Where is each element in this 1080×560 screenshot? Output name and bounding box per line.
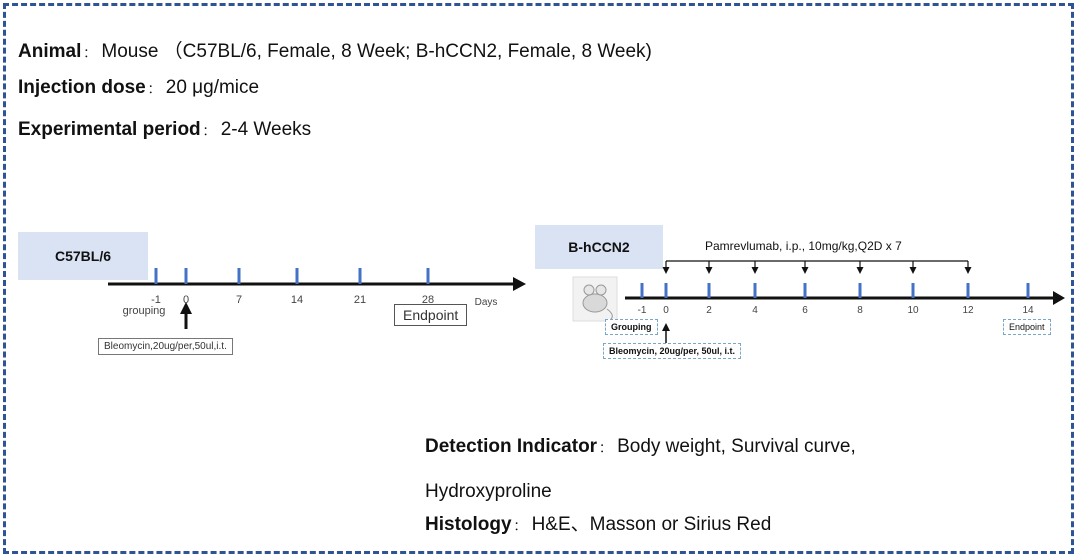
bhccn2-axis-svg	[572, 260, 1065, 343]
separator: ：	[202, 124, 215, 138]
histology-label: Histology	[425, 514, 512, 535]
c57bl6-title: C57BL/6	[18, 232, 148, 280]
separator: ：	[83, 46, 96, 60]
tick-label: -1	[151, 294, 161, 306]
tick-label: 10	[907, 305, 919, 316]
tick-label: -1	[637, 305, 647, 316]
animal-line: Animal： Mouse （C57BL/6, Female, 8 Week; B…	[18, 36, 652, 63]
grouping-label: grouping	[122, 305, 166, 317]
dose-arrowhead	[801, 267, 809, 274]
separator: ：	[513, 519, 526, 533]
axis-unit-days: Days	[474, 297, 498, 308]
left-tick-marks	[154, 268, 430, 284]
bhccn2-timeline: B-hCCN2 Pamrevlumab, i.p., 10mg/kg,Q2D x…	[535, 225, 1075, 365]
c57bl6-axis-svg	[108, 268, 526, 329]
tick-label: 21	[353, 294, 367, 306]
mouse-icon	[582, 284, 613, 320]
tick-label: 6	[802, 305, 808, 316]
histology-value: H&E、Masson or Sirius Red	[531, 514, 772, 535]
dose-arrowhead	[964, 267, 972, 274]
tick-mark	[753, 283, 757, 298]
tick-mark	[426, 268, 430, 284]
histology-line: Histology： H&E、Masson or Sirius Red	[425, 509, 771, 536]
dashed-border-frame	[3, 3, 1074, 554]
tick-label: 28	[421, 294, 435, 306]
dose-arrowhead	[751, 267, 759, 274]
grouping-box: Grouping	[605, 319, 658, 335]
detection-line: Detection Indicator： Body weight, Surviva…	[425, 436, 856, 458]
axis-arrowhead	[513, 277, 526, 291]
separator: ：	[599, 441, 612, 455]
dose-arrowhead	[705, 267, 713, 274]
dose-label: Injection dose	[18, 77, 146, 98]
bleomycin-box: Bleomycin, 20ug/per, 50ul, i.t.	[603, 343, 742, 359]
dose-arrowhead	[909, 267, 917, 274]
period-value: 2-4 Weeks	[220, 119, 312, 140]
detection-label: Detection Indicator	[425, 436, 598, 457]
tick-label: 0	[663, 305, 669, 316]
tick-label: 14	[290, 294, 304, 306]
dose-arrows	[662, 261, 972, 274]
tick-label: 2	[706, 305, 712, 316]
tick-mark	[237, 268, 241, 284]
tick-mark	[184, 268, 188, 284]
tick-label: 14	[1022, 305, 1034, 316]
animal-label: Animal	[18, 41, 82, 62]
bhccn2-title: B-hCCN2	[535, 225, 663, 269]
tick-mark	[640, 283, 644, 298]
injection-arrowhead	[180, 302, 192, 314]
tick-mark	[1026, 283, 1030, 298]
right-tick-marks	[640, 283, 1030, 298]
axis-arrowhead	[1053, 291, 1065, 305]
period-label: Experimental period	[18, 119, 201, 140]
detection-value-2: Hydroxyproline	[425, 481, 552, 502]
animal-value: Mouse （C57BL/6, Female, 8 Week; B-hCCN2,…	[101, 41, 652, 62]
bleomycin-box: Bleomycin,20ug/per,50ul,i.t.	[98, 338, 233, 355]
tick-label: 12	[962, 305, 974, 316]
tick-mark	[707, 283, 711, 298]
tick-label: 7	[235, 294, 243, 306]
tick-mark	[664, 283, 668, 298]
tick-mark	[911, 283, 915, 298]
tick-mark	[154, 268, 158, 284]
endpoint-box: Endpoint	[1003, 319, 1051, 335]
tick-mark	[358, 268, 362, 284]
dose-arrowhead	[662, 267, 670, 274]
injection-arrowhead	[662, 323, 670, 331]
tick-mark	[295, 268, 299, 284]
detection-value: Body weight, Survival curve,	[617, 436, 856, 457]
period-line: Experimental period： 2-4 Weeks	[18, 119, 311, 141]
tick-mark	[803, 283, 807, 298]
tick-mark	[966, 283, 970, 298]
tick-label: 8	[857, 305, 863, 316]
treatment-label: Pamrevlumab, i.p., 10mg/kg,Q2D x 7	[705, 239, 902, 253]
tick-label: 0	[182, 294, 190, 306]
c57bl6-timeline: C57BL/6 -1 0 7 14 21 28 Days grouping Endpoin…	[18, 232, 528, 362]
tick-label: 4	[752, 305, 758, 316]
separator: ：	[147, 82, 160, 96]
dose-arrowhead	[856, 267, 864, 274]
endpoint-box: Endpoint	[394, 304, 468, 326]
tick-mark	[858, 283, 862, 298]
dose-value: 20 μg/mice	[165, 77, 260, 98]
dose-line: Injection dose： 20 μg/mice	[18, 77, 259, 99]
detection-line-2: Hydroxyproline	[425, 481, 552, 503]
